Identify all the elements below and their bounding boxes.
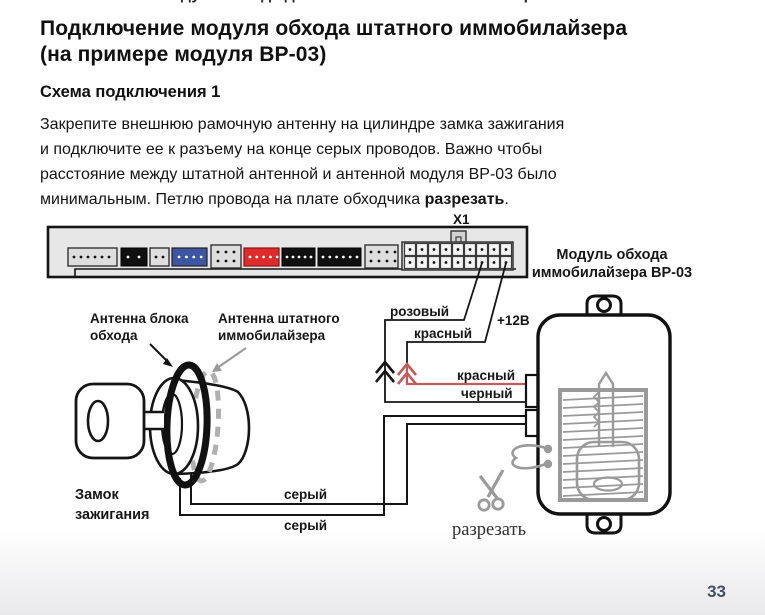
ignition-lock <box>74 361 251 489</box>
wire-label-black-module: черный <box>461 386 513 401</box>
scissors-icon <box>477 469 505 512</box>
wire-label-gray-lower: серый <box>284 518 327 533</box>
page-number: 33 <box>707 582 726 601</box>
connector-x1 <box>401 230 514 271</box>
wire-gray-outer <box>179 415 526 516</box>
ignition-lock-label-line2: зажигания <box>75 507 150 523</box>
wire-label-red-module: красный <box>457 368 515 383</box>
wire-label-pink: розовый <box>390 304 449 319</box>
connector-black-6pin <box>317 247 362 267</box>
callout-arrow-stock-icon <box>212 347 247 372</box>
stock-antenna-label-line1: Антенна штатного <box>218 311 340 326</box>
connector-gray-2pin <box>149 247 170 267</box>
wires <box>179 262 526 516</box>
wire-12v <box>406 262 507 363</box>
wire-red <box>405 363 526 386</box>
wire-pink-black <box>384 262 526 403</box>
connection-arrow-black-icon <box>374 359 396 383</box>
stock-antenna-label-line2: иммобилайзера <box>218 328 326 343</box>
cut-label: разрезать <box>452 520 526 540</box>
harness-connector-strip: X1 <box>46 212 529 279</box>
connector-red-5pin <box>243 247 280 267</box>
connection-arrow-red-icon <box>396 361 418 385</box>
wire-label-12v: +12В <box>497 313 530 328</box>
cut-emphasis: разрезать <box>424 191 505 208</box>
connector-blue-4pin <box>171 247 208 267</box>
bypass-antenna-ring <box>163 361 211 489</box>
bypass-antenna-label-line2: обхода <box>90 328 138 343</box>
manual-page: Расположение модуля обхода должно быть м… <box>0 0 765 212</box>
connector-gray-2x4 <box>364 244 399 269</box>
module-terminal-antenna <box>524 408 540 438</box>
module-caption-line2: иммобилайзера ВР-03 <box>532 265 692 281</box>
key-icon <box>74 382 164 460</box>
connector-gray-2x3 <box>210 244 242 269</box>
bypass-module <box>511 294 672 535</box>
connector-gray-6pin <box>67 247 118 267</box>
x1-label: X1 <box>453 212 470 227</box>
callout-arrow-bypass-icon <box>149 343 173 367</box>
ignition-lock-label-line1: Замок <box>75 487 120 503</box>
wiring-diagram: X1 розовый +12В красный красный черный с… <box>46 212 692 540</box>
wire-loop <box>511 444 553 470</box>
page-title: Подключение модуля обхода штатного иммоб… <box>40 17 628 66</box>
instruction-paragraph: Закрепите внешнюю рамочную антенну на ци… <box>40 112 730 212</box>
module-caption-line1: Модуль обхода <box>556 247 668 263</box>
instruction-lines: Закрепите внешнюю рамочную антенну на ци… <box>40 116 565 183</box>
module-key-coil-icon <box>558 370 648 502</box>
scheme-subtitle: Схема подключения 1 <box>40 83 221 101</box>
wire-label-gray-upper: серый <box>284 487 327 502</box>
wire-gray-inner <box>190 423 526 505</box>
clipped-previous-line: Расположение модуля обхода должно быть м… <box>40 0 730 8</box>
connector-black-2pin <box>120 247 148 267</box>
instruction-last-line: минимальным. Петлю провода на плате обхо… <box>40 191 509 208</box>
bypass-antenna-label-line1: Антенна блока <box>90 311 189 326</box>
wire-label-red-top: красный <box>414 326 472 341</box>
module-terminal-power <box>524 373 540 409</box>
